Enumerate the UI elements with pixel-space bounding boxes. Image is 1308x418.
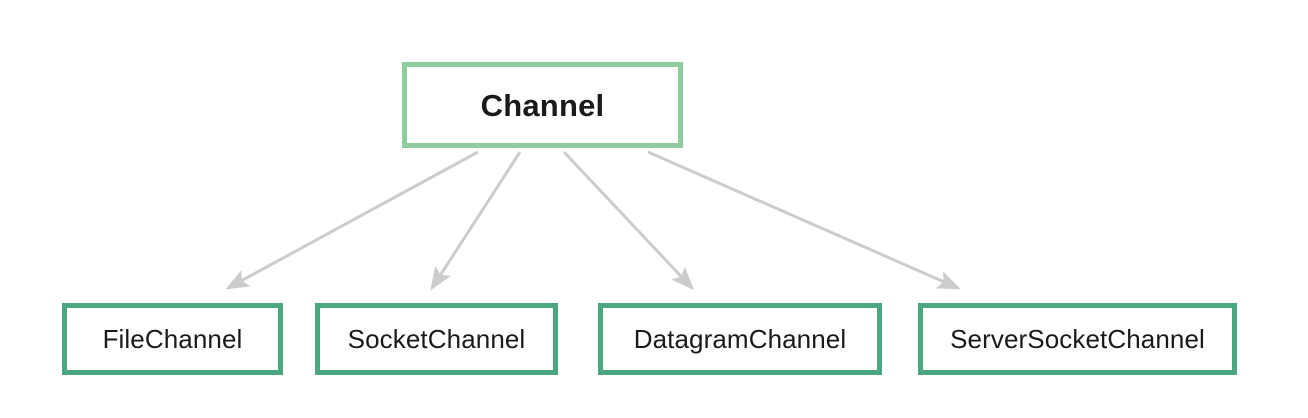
- node-socketchannel[interactable]: SocketChannel: [315, 303, 558, 375]
- connector-channel-to-serversocketchannel: [647, 150, 961, 290]
- connector-channel-to-filechannel: [225, 150, 479, 290]
- node-socketchannel-label: SocketChannel: [347, 324, 526, 354]
- node-serversocketchannel[interactable]: ServerSocketChannel: [918, 303, 1237, 375]
- node-datagramchannel-label: DatagramChannel: [633, 324, 847, 354]
- node-datagramchannel[interactable]: DatagramChannel: [598, 303, 882, 375]
- node-channel[interactable]: Channel: [402, 62, 683, 148]
- connector-channel-to-socketchannel: [430, 151, 522, 291]
- node-serversocketchannel-label: ServerSocketChannel: [950, 324, 1205, 354]
- node-channel-label: Channel: [480, 87, 605, 123]
- node-filechannel-label: FileChannel: [102, 324, 243, 354]
- node-filechannel[interactable]: FileChannel: [62, 303, 283, 375]
- connector-channel-to-datagramchannel: [562, 150, 695, 291]
